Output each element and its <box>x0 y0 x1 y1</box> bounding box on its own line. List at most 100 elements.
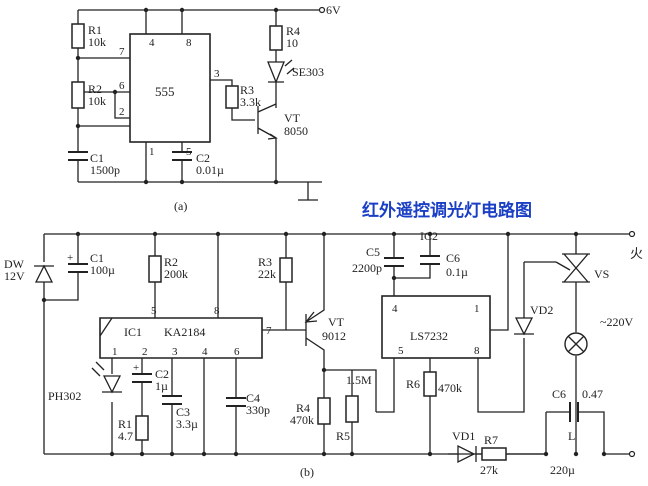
ic2-name-top: IC2 <box>420 229 438 243</box>
ic2-pin-4: 4 <box>392 303 398 315</box>
led-rays <box>284 59 295 75</box>
c6top-value: 0.1µ <box>446 265 468 279</box>
r2-a-value: 10k <box>88 94 106 108</box>
capacitor-c6-b <box>569 402 579 422</box>
r1-b-value: 4.7 <box>118 429 133 443</box>
pin-2: 2 <box>119 106 125 118</box>
c1-b-value: 100µ <box>90 263 115 277</box>
mains-label: ~220V <box>600 315 633 329</box>
vs-label: VS <box>594 267 609 281</box>
ic2-value: LS7232 <box>410 329 448 343</box>
ic2-pin-5: 5 <box>398 345 404 357</box>
ic1-pin-1: 1 <box>112 346 118 358</box>
capacitor-c2-b <box>132 373 152 383</box>
wire-ic2-pin8 <box>477 338 525 413</box>
vt-a-name: VT <box>284 111 301 125</box>
c2-b-name: C2 <box>155 367 169 381</box>
capacitor-c5 <box>384 257 404 267</box>
capacitor-c1-a <box>68 151 88 161</box>
c3-b-name: C3 <box>176 405 190 419</box>
r3-b-value: 22k <box>258 267 276 281</box>
r3-a-name: R3 <box>240 83 254 97</box>
supply-terminal-a <box>318 6 326 14</box>
resistor-r5-b <box>345 395 359 423</box>
pin-3: 3 <box>214 68 220 80</box>
vt-a-transistor <box>257 103 277 182</box>
ic1-pin-7: 7 <box>266 325 272 337</box>
ic2-pin-8: 8 <box>474 345 480 357</box>
r4-a-value: 10 <box>286 36 298 50</box>
dw-value: 12V <box>4 269 25 283</box>
r1-b-name: R1 <box>118 417 132 431</box>
wire-c6-top <box>394 234 431 279</box>
diode-vd1 <box>457 444 477 464</box>
ic1-name: IC1 <box>124 325 142 339</box>
led-se303 <box>267 61 285 84</box>
pin-6: 6 <box>119 80 125 92</box>
ic1-pin-3: 3 <box>172 346 178 358</box>
c2-a-name: C2 <box>196 151 210 165</box>
r3-a-value: 3.3k <box>240 95 261 109</box>
svg-text:+: + <box>133 362 139 374</box>
c1-b-name: C1 <box>90 251 104 265</box>
c6b-name: C6 <box>552 387 566 401</box>
terminal-bottom <box>628 450 636 458</box>
wire-pin2 <box>114 92 130 119</box>
resistor-r4-b <box>317 397 331 425</box>
caption-a: (a) <box>174 199 187 213</box>
dw-name: DW <box>4 257 25 271</box>
caption-b: (b) <box>300 465 314 479</box>
c1-a-name: C1 <box>90 151 104 165</box>
wire-pin1-5 <box>145 142 183 182</box>
wire-c6-b <box>546 411 605 454</box>
vd2-label: VD2 <box>530 303 553 317</box>
wire-c1-b <box>44 234 79 301</box>
resistor-r3-b <box>279 257 293 283</box>
supply-label-a: 6V <box>326 3 341 17</box>
ic1-notch <box>99 317 113 337</box>
r5-b-name: R5 <box>336 429 350 443</box>
r7-name: R7 <box>484 433 498 447</box>
r3-b-name: R3 <box>258 255 272 269</box>
capacitor-c3-b <box>162 395 182 405</box>
vt-b-name: VT <box>328 315 345 329</box>
r2-a-name: R2 <box>88 82 102 96</box>
wire-ic2-pin1 <box>490 234 509 331</box>
capacitor-c1-b <box>68 263 88 273</box>
ground-symbol-a <box>298 182 318 201</box>
resistor-r1-a <box>71 23 85 49</box>
c6top-name: C6 <box>446 251 460 265</box>
c1-a-value: 1500p <box>90 163 120 177</box>
capacitor-c4-b <box>226 397 246 407</box>
wire-pin3-r3 <box>210 79 255 121</box>
r6-value: 470k <box>438 381 462 395</box>
wire-pin4-8 <box>145 10 183 34</box>
r4-b-value: 470k <box>290 413 314 427</box>
c5-name: C5 <box>366 245 380 259</box>
capacitor-c2-a <box>172 151 192 161</box>
inductor-l-label: L <box>568 429 575 443</box>
capacitor-c6-top <box>420 255 440 265</box>
pin-4: 4 <box>149 37 155 49</box>
r1-a-value: 10k <box>88 35 106 49</box>
ic2-pin-1: 1 <box>474 303 480 315</box>
pin-7: 7 <box>119 46 125 58</box>
pin-8: 8 <box>186 37 192 49</box>
terminal-top <box>628 230 636 238</box>
circuit-b: DW 12V + C1 100µ R2 200k IC1 KA2184 5 8 … <box>4 229 643 479</box>
ph302-rays <box>91 361 105 377</box>
resistor-r1-b <box>135 415 149 441</box>
resistor-r4-a <box>269 25 283 51</box>
c2-a-value: 0.01µ <box>196 163 224 177</box>
c7-value: 220µ <box>550 463 575 477</box>
ic-555-label: 555 <box>155 84 175 99</box>
resistor-r2-a <box>71 81 85 109</box>
lamp-cross <box>567 335 585 353</box>
ic1-pin-6: 6 <box>234 346 240 358</box>
c4-b-name: C4 <box>246 391 260 405</box>
r5-b-value: 1.5M <box>346 373 372 387</box>
photodiode-ph302 <box>102 375 122 394</box>
fire-label: 火 <box>630 247 643 262</box>
ic-555 <box>129 33 211 143</box>
